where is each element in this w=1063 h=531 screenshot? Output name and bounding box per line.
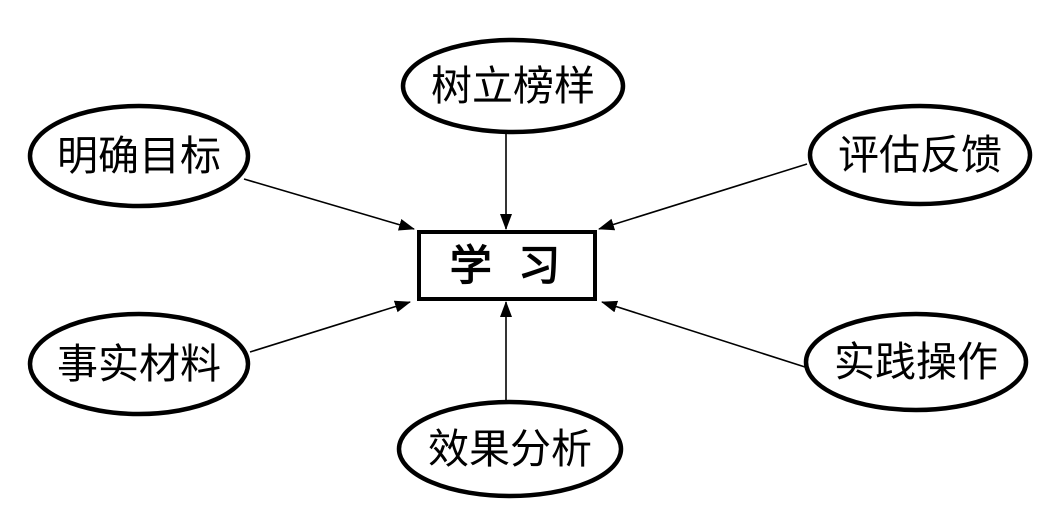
- center-node-box: [417, 230, 597, 301]
- arrow-top-right-to-center: [598, 163, 808, 231]
- node-top-left-ellipse: [27, 103, 251, 209]
- node-bottom-center-label: 效果分析: [428, 425, 592, 473]
- center-node-label: 学 习: [450, 241, 567, 290]
- node-top-right-ellipse: [807, 103, 1033, 207]
- node-bottom-center-ellipse: [396, 399, 624, 499]
- arrow-bottom-right-to-center: [601, 300, 806, 368]
- node-bottom-left-label: 事实材料: [57, 340, 221, 388]
- node-bottom-right: 实践操作: [803, 311, 1029, 413]
- node-top-center-ellipse: [400, 37, 626, 135]
- node-top-right: 评估反馈: [807, 103, 1033, 207]
- arrow-top-left-to-center: [243, 178, 415, 231]
- node-top-left: 明确目标: [27, 103, 251, 209]
- node-bottom-right-label: 实践操作: [834, 338, 998, 386]
- node-bottom-left-ellipse: [27, 311, 251, 417]
- node-top-right-label: 评估反馈: [838, 131, 1002, 179]
- node-top-center-label: 树立榜样: [431, 62, 595, 110]
- node-top-center: 树立榜样: [400, 37, 626, 135]
- node-top-left-label: 明确目标: [57, 132, 221, 180]
- arrow-bottom-left-to-center: [249, 300, 411, 353]
- node-bottom-center: 效果分析: [396, 399, 624, 499]
- node-center: 学 习: [417, 230, 597, 301]
- node-bottom-right-ellipse: [803, 311, 1029, 413]
- node-bottom-left: 事实材料: [27, 311, 251, 417]
